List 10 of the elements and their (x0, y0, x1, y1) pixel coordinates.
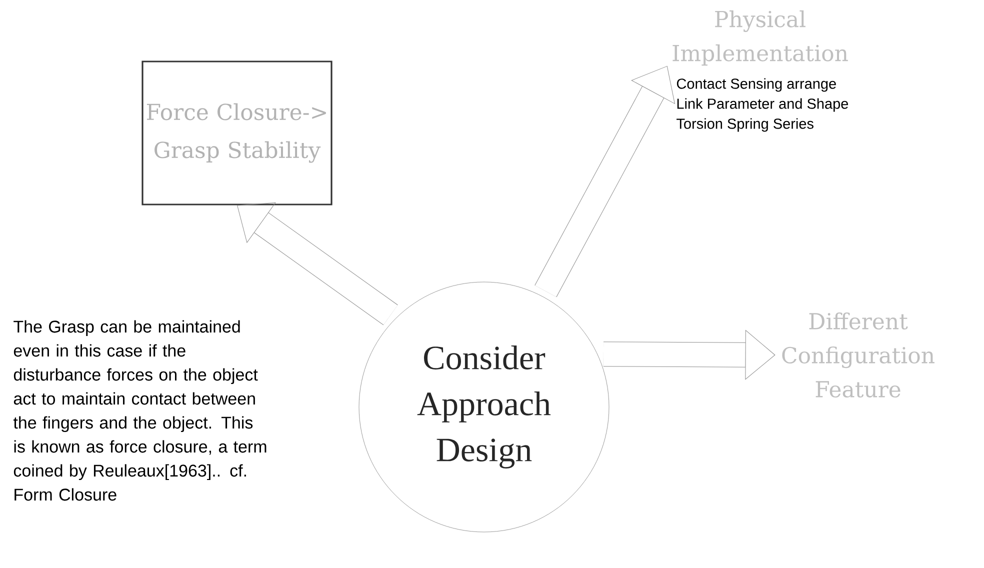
note-text: Contact Sensing arrange (676, 78, 836, 92)
heading-text: Different Configuration Feature (782, 312, 934, 398)
closure-box: Force Closure-> Grasp Stability (142, 60, 332, 206)
block-arrow (237, 202, 398, 326)
heading-text: Physical Implementation (672, 10, 848, 66)
block-arrow (534, 66, 675, 298)
block-arrow (603, 330, 776, 380)
note-text: Link Parameter and Shape (677, 98, 848, 112)
note-text: Torsion Spring Series (676, 118, 814, 132)
note-paragraph: The Grasp can be maintained even in this case if the disturbance forces on the object act to maintain contact between the fingers and the object. This is known as force closure, a term coined by Reuleaux[1963].. cf. Form Closure (13, 320, 266, 501)
